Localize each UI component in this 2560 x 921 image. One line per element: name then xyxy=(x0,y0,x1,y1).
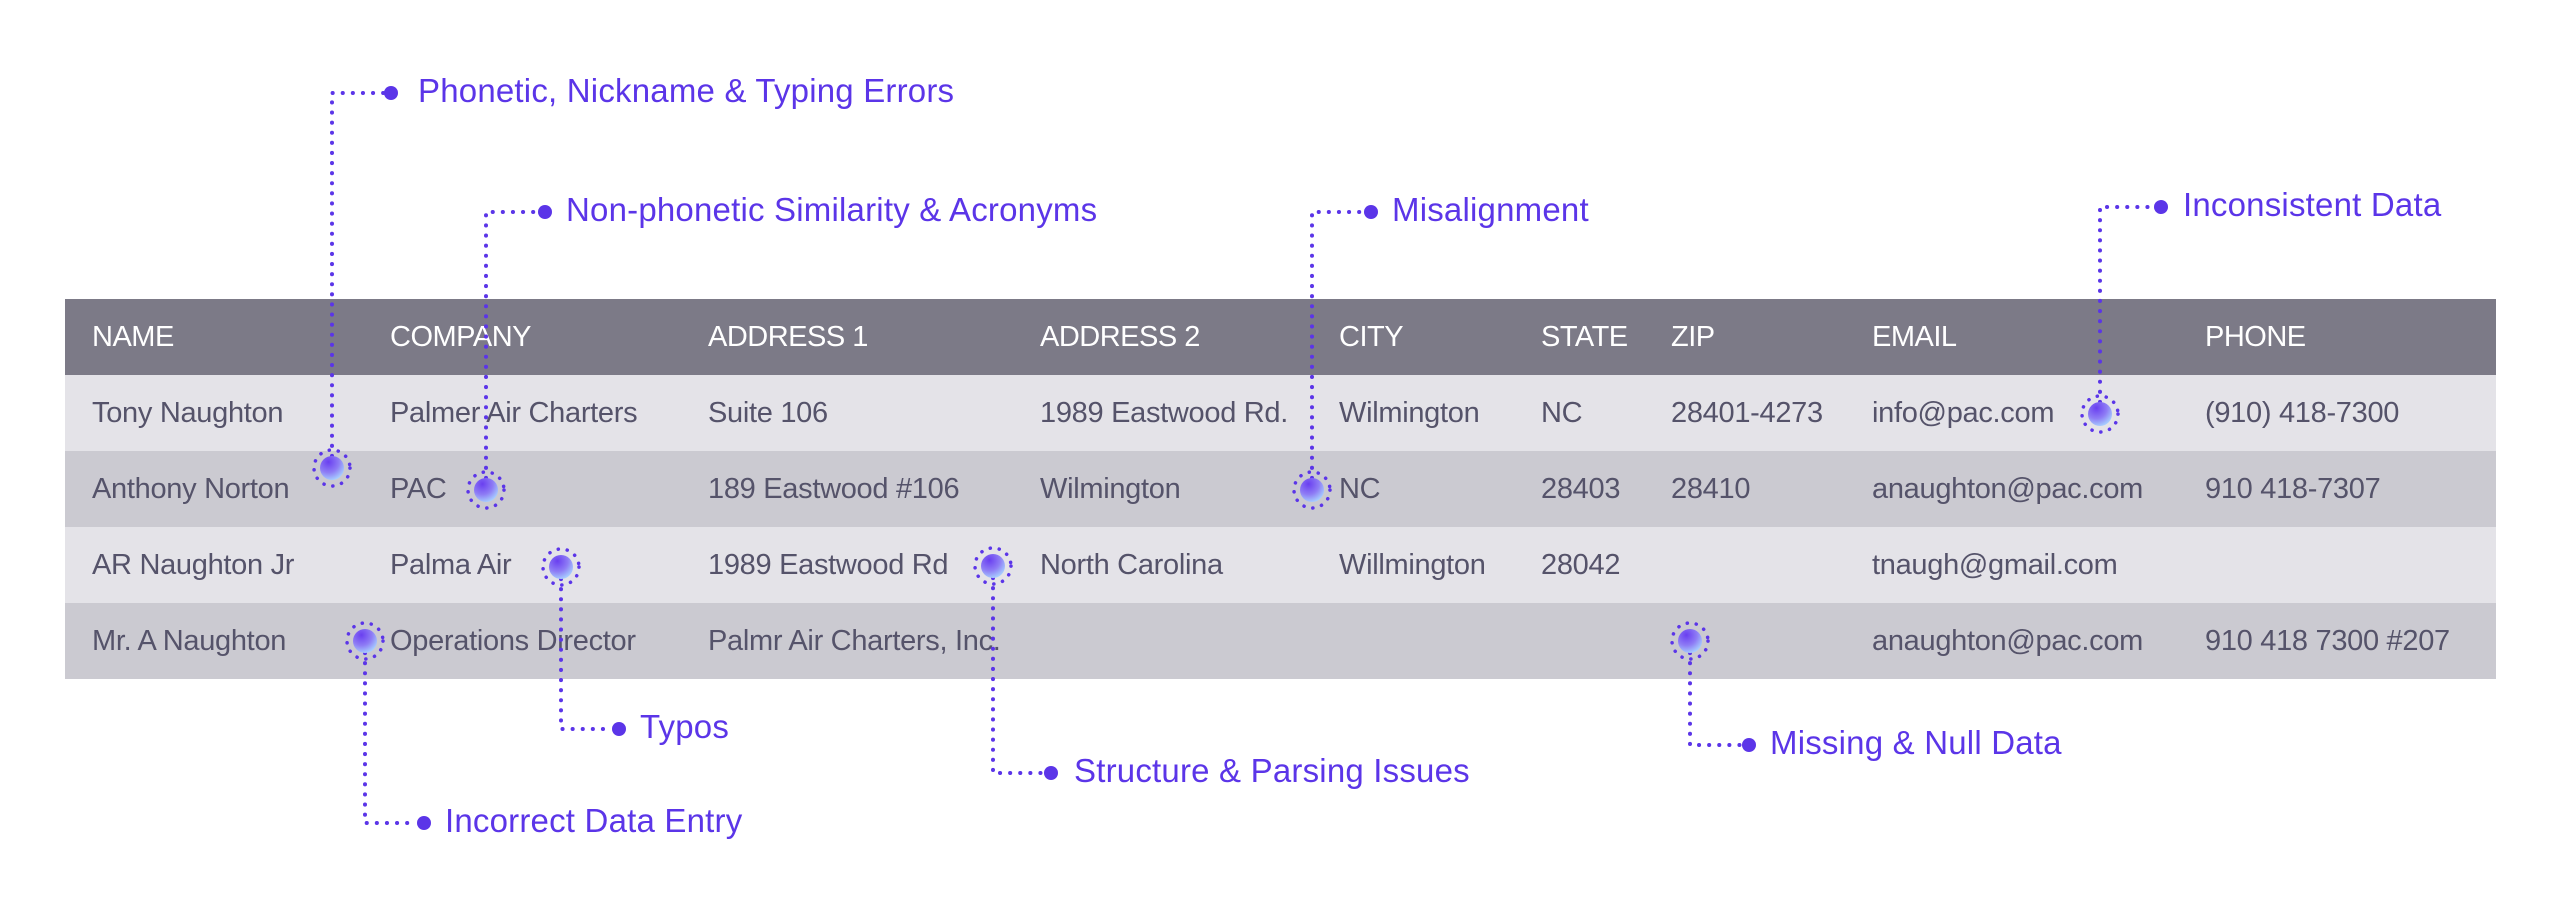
cell-phone: 910 418 7300 #207 xyxy=(2205,624,2450,657)
cell-zip: 28401-4273 xyxy=(1671,396,1823,429)
column-header-city: CITY xyxy=(1339,320,1404,353)
cell-zip: 28410 xyxy=(1671,472,1751,505)
cell-email: info@pac.com xyxy=(1872,396,2055,429)
table-row: Mr. A Naughton Operations Director Palmr… xyxy=(65,603,2496,679)
cell-address-1: 189 Eastwood #106 xyxy=(708,472,960,505)
column-header-name: NAME xyxy=(92,320,174,353)
connector-end-dot xyxy=(1044,766,1058,780)
column-header-company: COMPANY xyxy=(390,320,531,353)
callout-structure-label: Structure & Parsing Issues xyxy=(1074,752,1470,790)
cell-company: Palmer Air Charters xyxy=(390,396,638,429)
cell-address-2: 1989 Eastwood Rd. xyxy=(1040,396,1289,429)
callout-inconsistent-label: Inconsistent Data xyxy=(2183,186,2442,224)
table-row: AR Naughton Jr Palma Air 1989 Eastwood R… xyxy=(65,527,2496,603)
cell-phone: 910 418-7307 xyxy=(2205,472,2381,505)
cell-email: anaughton@pac.com xyxy=(1872,624,2144,657)
connector-end-dot xyxy=(612,722,626,736)
callout-typos-label: Typos xyxy=(640,708,730,746)
cell-state: 28403 xyxy=(1541,472,1621,505)
cell-name: Mr. A Naughton xyxy=(92,624,287,657)
callout-non-phonetic-label: Non-phonetic Similarity & Acronyms xyxy=(566,191,1098,229)
cell-company: Palma Air xyxy=(390,548,512,581)
column-header-phone: PHONE xyxy=(2205,320,2306,353)
cell-state: 28042 xyxy=(1541,548,1621,581)
connector-end-dot xyxy=(2154,200,2168,214)
cell-email: anaughton@pac.com xyxy=(1872,472,2144,505)
table-row: Tony Naughton Palmer Air Charters Suite … xyxy=(65,375,2496,451)
cell-address-2: Wilmington xyxy=(1040,472,1181,505)
cell-name: Tony Naughton xyxy=(92,396,284,429)
table-header-row: NAME COMPANY ADDRESS 1 ADDRESS 2 CITY ST… xyxy=(65,299,2496,375)
callout-phonetic-label: Phonetic, Nickname & Typing Errors xyxy=(418,72,955,110)
cell-company: Operations Director xyxy=(390,624,636,657)
connector-end-dot xyxy=(1742,738,1756,752)
cell-state: NC xyxy=(1541,396,1583,429)
column-header-zip: ZIP xyxy=(1671,320,1715,353)
connector-end-dot xyxy=(1364,205,1378,219)
connector-end-dot xyxy=(384,86,398,100)
callout-misalignment-label: Misalignment xyxy=(1392,191,1589,229)
cell-phone: (910) 418-7300 xyxy=(2205,396,2400,429)
cell-city: Willmington xyxy=(1339,548,1486,581)
callout-missing-label: Missing & Null Data xyxy=(1770,724,2062,762)
cell-address-1: 1989 Eastwood Rd xyxy=(708,548,949,581)
column-header-address-1: ADDRESS 1 xyxy=(708,320,868,353)
connector-end-dot xyxy=(538,205,552,219)
column-header-state: STATE xyxy=(1541,320,1628,353)
cell-name: Anthony Norton xyxy=(92,472,290,505)
column-header-address-2: ADDRESS 2 xyxy=(1040,320,1200,353)
cell-company: PAC xyxy=(390,472,447,505)
cell-address-2: North Carolina xyxy=(1040,548,1223,581)
cell-city: Wilmington xyxy=(1339,396,1480,429)
cell-name: AR Naughton Jr xyxy=(92,548,295,581)
cell-address-1: Suite 106 xyxy=(708,396,828,429)
contact-records-table: NAME COMPANY ADDRESS 1 ADDRESS 2 CITY ST… xyxy=(65,299,2496,679)
cell-address-1: Palmr Air Charters, Inc. xyxy=(708,624,1001,657)
cell-city: NC xyxy=(1339,472,1381,505)
connector-end-dot xyxy=(417,816,431,830)
table-row: Anthony Norton PAC 189 Eastwood #106 Wil… xyxy=(65,451,2496,527)
callout-incorrect-label: Incorrect Data Entry xyxy=(445,802,743,840)
cell-email: tnaugh@gmail.com xyxy=(1872,548,2118,581)
column-header-email: EMAIL xyxy=(1872,320,1957,353)
